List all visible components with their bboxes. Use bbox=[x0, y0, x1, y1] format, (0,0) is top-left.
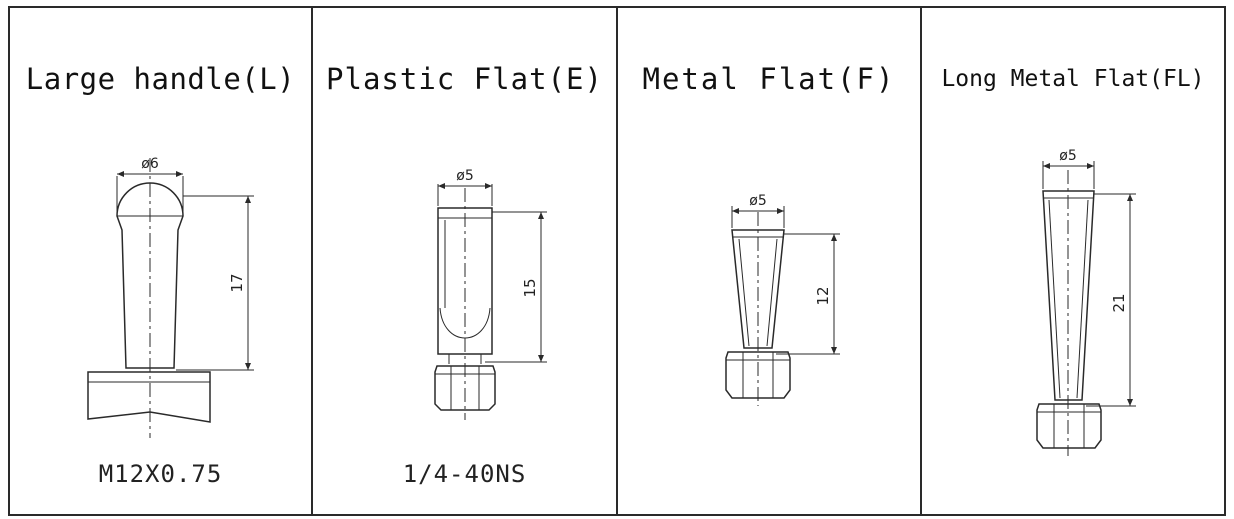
panel-long-metal-flat: Long Metal Flat(FL) bbox=[920, 6, 1226, 516]
panel-large-handle: Large handle(L) bbox=[8, 6, 313, 516]
large-handle-drawing: ø6 17 bbox=[87, 156, 254, 438]
thread-spec: 1/4-40NS bbox=[402, 460, 527, 488]
panel-metal-flat: Metal Flat(F) bbox=[616, 6, 922, 516]
panel-title: Metal Flat(F) bbox=[642, 62, 896, 96]
length-label: 21 bbox=[1110, 293, 1128, 312]
metal-flat-drawing: ø5 12 bbox=[725, 193, 840, 406]
diameter-label: ø5 bbox=[1059, 148, 1076, 164]
long-metal-flat-drawing: ø5 21 bbox=[1036, 148, 1136, 456]
diameter-label: ø6 bbox=[141, 156, 159, 172]
panel-title: Plastic Flat(E) bbox=[326, 62, 603, 96]
diameter-label: ø5 bbox=[456, 168, 473, 184]
diameter-label: ø5 bbox=[749, 193, 766, 209]
length-label: 12 bbox=[814, 286, 832, 305]
thread-spec: M12X0.75 bbox=[98, 460, 223, 488]
panel-title: Long Metal Flat(FL) bbox=[941, 66, 1205, 92]
panel-plastic-flat: Plastic Flat(E) bbox=[311, 6, 618, 516]
length-label: 17 bbox=[228, 273, 246, 292]
length-label: 15 bbox=[521, 278, 539, 297]
panel-title: Large handle(L) bbox=[25, 62, 296, 96]
plastic-flat-drawing: ø5 15 bbox=[434, 168, 547, 420]
